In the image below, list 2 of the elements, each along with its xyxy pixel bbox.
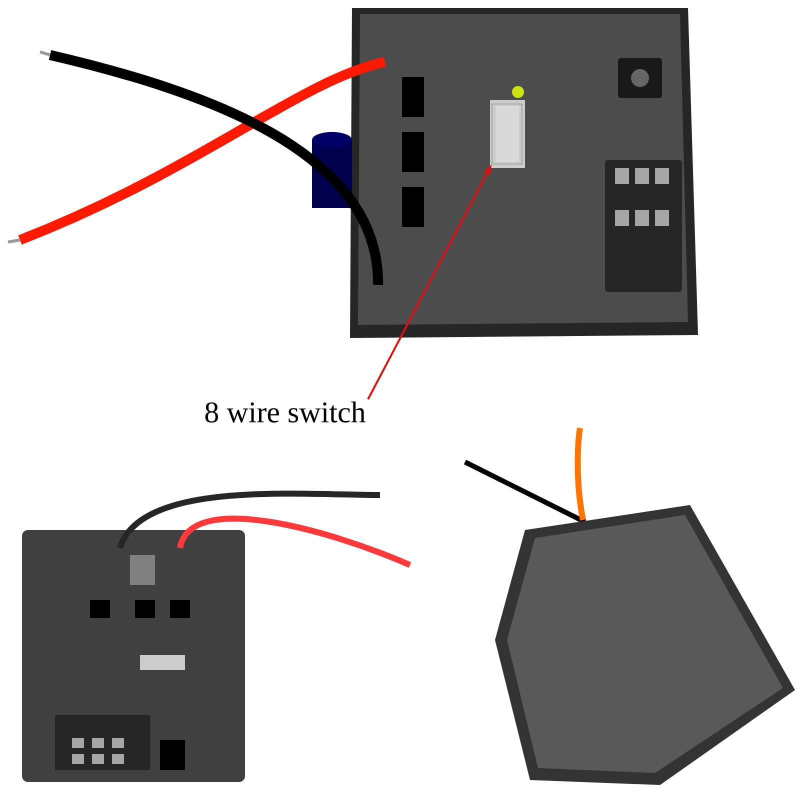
connector-socket bbox=[492, 104, 522, 164]
callout-label: 8 wire switch bbox=[205, 401, 366, 423]
